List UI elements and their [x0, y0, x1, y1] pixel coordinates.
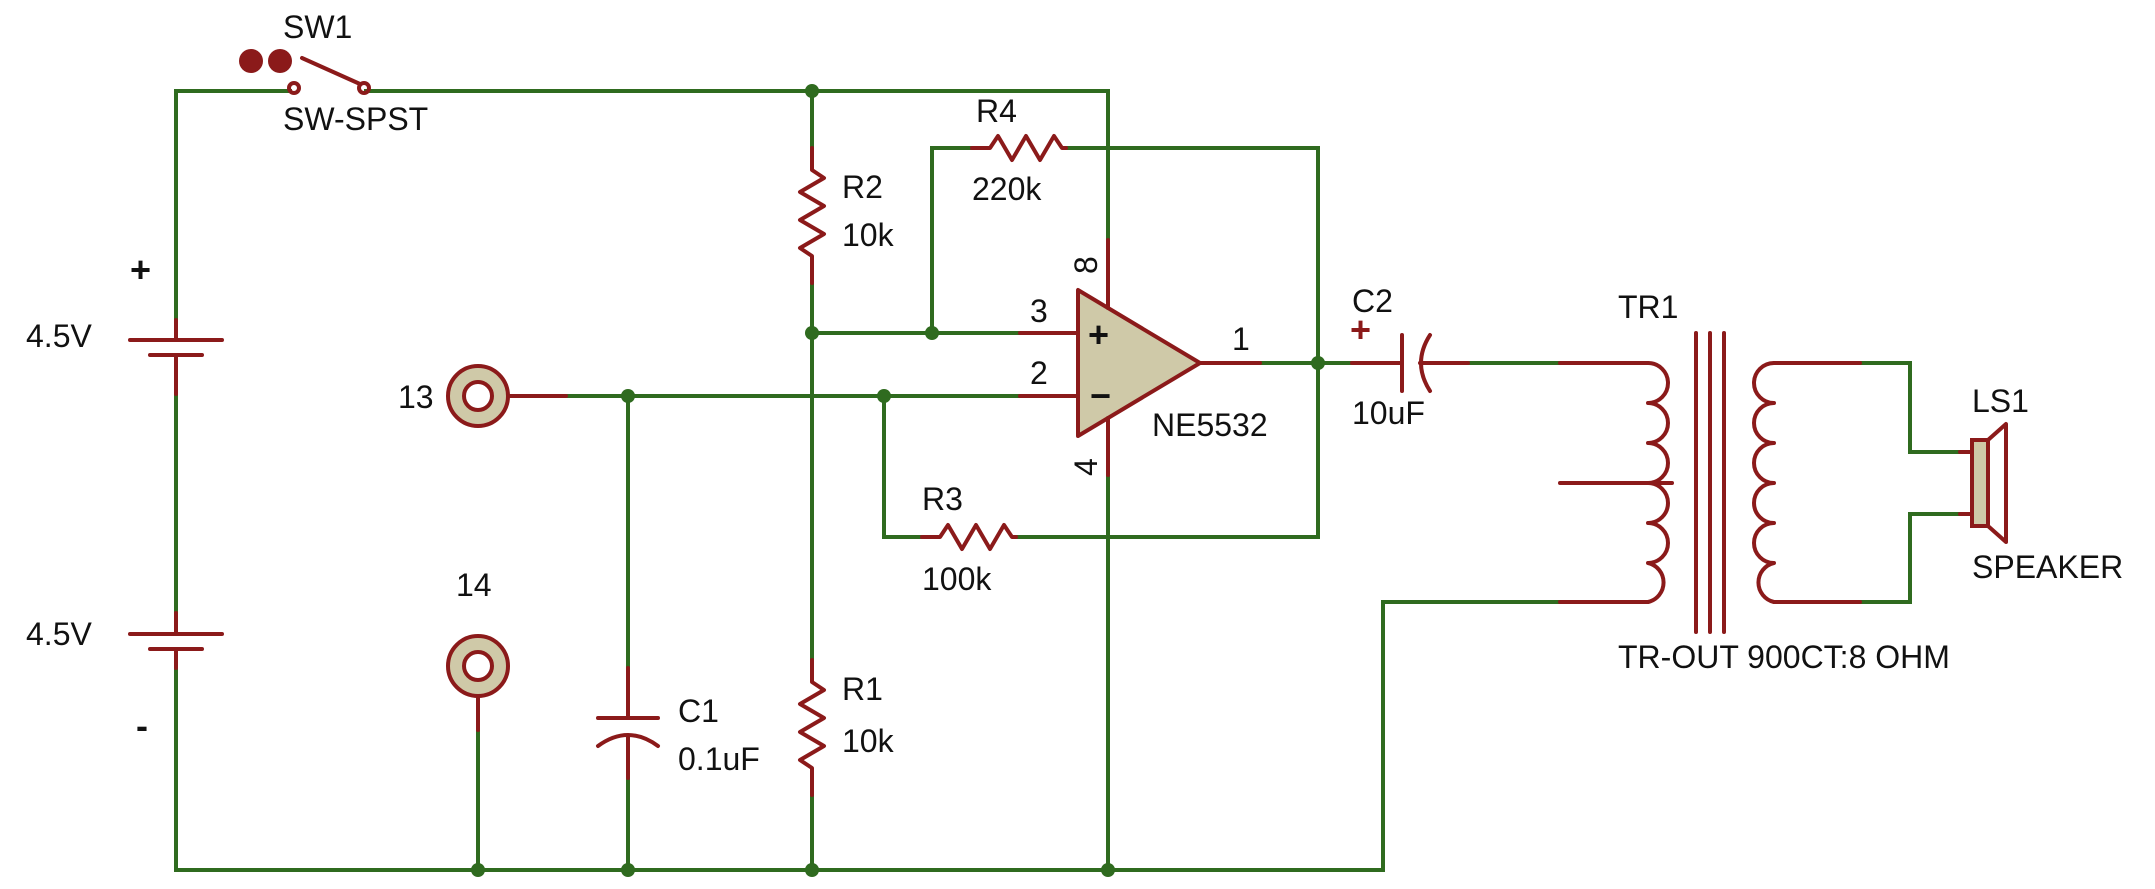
tr1-value-label: TR-OUT 900CT:8 OHM — [1618, 639, 1950, 675]
ls1-ref-label: LS1 — [1972, 383, 2029, 419]
c1-value-label: 0.1uF — [678, 741, 760, 777]
resistor-r2: R2 10k — [798, 146, 895, 285]
switch-state-icon — [268, 49, 292, 73]
junction-dot — [805, 326, 819, 340]
switch-state-icon — [239, 49, 263, 73]
opamp-ne5532: + − 3 2 1 8 4 NE5532 — [1018, 238, 1268, 477]
junctions — [471, 84, 1325, 877]
resistor-r4: R4 220k — [970, 93, 1068, 207]
opamp-minus-sign: − — [1090, 375, 1111, 416]
resistor-r3: R3 100k — [920, 481, 1018, 597]
opamp-body — [1076, 288, 1202, 438]
opamp-pin8-label: 8 — [1068, 256, 1104, 274]
sw1-value-label: SW-SPST — [283, 101, 428, 137]
r3-ref-label: R3 — [922, 481, 963, 517]
battery-bottom: 4.5V - — [26, 611, 224, 746]
battery-plus-sign: + — [130, 249, 151, 290]
r1-value-label: 10k — [842, 723, 895, 759]
terminal-14-label: 14 — [456, 567, 492, 603]
r4-ref-label: R4 — [976, 93, 1017, 129]
junction-dot — [621, 863, 635, 877]
junction-dot — [877, 389, 891, 403]
battery-minus-sign: - — [136, 705, 148, 746]
junction-dot — [1101, 863, 1115, 877]
junction-dot — [805, 863, 819, 877]
switch-sw1: SW1 SW-SPST — [174, 9, 428, 137]
opamp-pin3-label: 3 — [1030, 293, 1048, 329]
r4-value-label: 220k — [972, 171, 1042, 207]
terminal-13-label: 13 — [398, 379, 434, 415]
wires — [174, 89, 1974, 872]
opamp-ref-label: NE5532 — [1152, 407, 1268, 443]
terminal-14: 14 — [446, 567, 510, 732]
speaker-icon — [1970, 438, 1990, 528]
battery-top-value: 4.5V — [26, 318, 92, 354]
resistor-r1: R1 10k — [798, 658, 895, 797]
opamp-plus-sign: + — [1088, 314, 1109, 355]
r2-value-label: 10k — [842, 217, 895, 253]
battery-top: 4.5V + — [26, 249, 224, 396]
junction-dot — [621, 389, 635, 403]
sw1-ref-label: SW1 — [283, 9, 352, 45]
opamp-pin1-label: 1 — [1232, 321, 1250, 357]
c1-ref-label: C1 — [678, 693, 719, 729]
opamp-pin2-label: 2 — [1030, 355, 1048, 391]
tr1-ref-label: TR1 — [1618, 289, 1678, 325]
c2-ref-label: C2 — [1352, 283, 1393, 319]
junction-dot — [1311, 356, 1325, 370]
terminal-13: 13 — [398, 364, 568, 428]
r3-value-label: 100k — [922, 561, 992, 597]
c2-value-label: 10uF — [1352, 395, 1425, 431]
r1-ref-label: R1 — [842, 671, 883, 707]
transformer-tr1: TR1 TR-OUT 900CT:8 OHM — [1558, 289, 1950, 675]
battery-bottom-value: 4.5V — [26, 616, 92, 652]
junction-dot — [925, 326, 939, 340]
opamp-pin4-label: 4 — [1068, 458, 1104, 476]
c2-plus-sign: + — [1350, 309, 1371, 350]
junction-dot — [471, 863, 485, 877]
capacitor-c2: + C2 10uF — [1350, 283, 1470, 431]
speaker-ls1: LS1 SPEAKER — [1958, 383, 2123, 585]
capacitor-c1: C1 0.1uF — [596, 666, 760, 780]
r2-ref-label: R2 — [842, 169, 883, 205]
junction-dot — [805, 84, 819, 98]
ls1-value-label: SPEAKER — [1972, 549, 2123, 585]
